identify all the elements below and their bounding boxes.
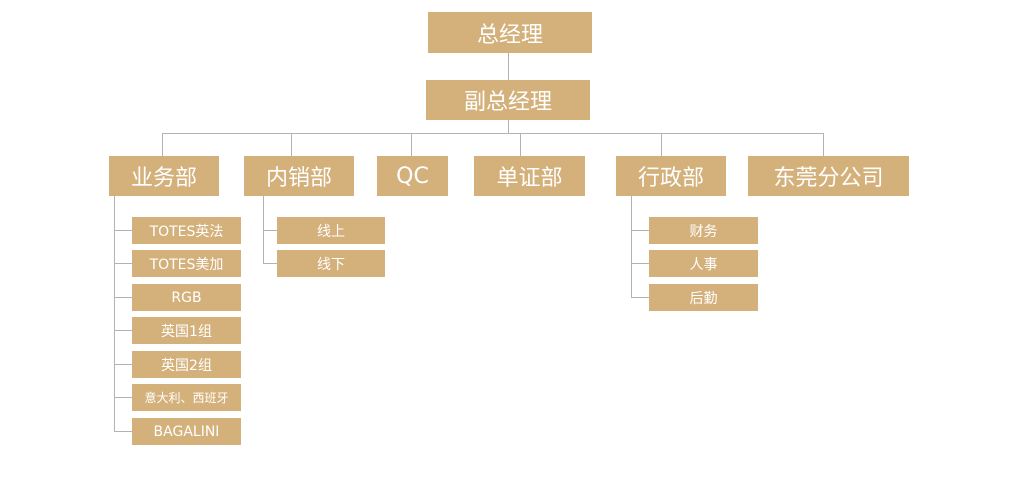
connector-dept-0 <box>162 133 163 156</box>
node-deputy-general-manager: 副总经理 <box>426 80 590 120</box>
node-admin-child: 财务 <box>649 217 758 244</box>
node-dept-qc: QC <box>377 156 448 196</box>
node-domestic-child: 线下 <box>277 250 385 277</box>
connector-dept-5 <box>823 133 824 156</box>
node-business-child: TOTES美加 <box>132 250 241 277</box>
node-business-child: 意大利、西班牙 <box>132 384 241 411</box>
connector-dept-0-spine <box>114 196 115 431</box>
connector-dept-0-child-3 <box>114 330 132 331</box>
node-business-child: 英国2组 <box>132 351 241 378</box>
connector-gm-deputy <box>508 52 509 80</box>
connector-dept-3 <box>520 133 521 156</box>
connector-dept-4-child-1 <box>631 263 649 264</box>
node-general-manager: 总经理 <box>428 12 592 53</box>
connector-dept-1-spine <box>263 196 264 263</box>
connector-dept-1-child-1 <box>263 263 277 264</box>
node-admin-child: 人事 <box>649 250 758 277</box>
node-dept-admin: 行政部 <box>616 156 726 196</box>
node-dept-domestic-sales: 内销部 <box>244 156 354 196</box>
node-business-child: RGB <box>132 284 241 311</box>
connector-dept-4-spine <box>631 196 632 297</box>
connector-dept-4-child-2 <box>631 297 649 298</box>
connector-dept-4 <box>661 133 662 156</box>
node-business-child: BAGALINI <box>132 418 241 445</box>
connector-dept-4-child-0 <box>631 230 649 231</box>
connector-dept-0-child-4 <box>114 364 132 365</box>
connector-dept-0-child-5 <box>114 397 132 398</box>
node-admin-child: 后勤 <box>649 284 758 311</box>
connector-dept-1-child-0 <box>263 230 277 231</box>
connector-dept-2 <box>411 133 412 156</box>
node-business-child: 英国1组 <box>132 317 241 344</box>
node-business-child: TOTES英法 <box>132 217 241 244</box>
connector-dept-0-child-6 <box>114 431 132 432</box>
node-dept-dongguan-branch: 东莞分公司 <box>748 156 909 196</box>
connector-dept-0-child-2 <box>114 297 132 298</box>
connector-dept-0-child-1 <box>114 263 132 264</box>
node-dept-business: 业务部 <box>109 156 219 196</box>
connector-dept-1 <box>291 133 292 156</box>
connector-deputy-bus <box>508 119 509 133</box>
connector-dept-bus <box>162 133 823 134</box>
connector-dept-0-child-0 <box>114 230 132 231</box>
node-dept-documents: 单证部 <box>474 156 585 196</box>
node-domestic-child: 线上 <box>277 217 385 244</box>
